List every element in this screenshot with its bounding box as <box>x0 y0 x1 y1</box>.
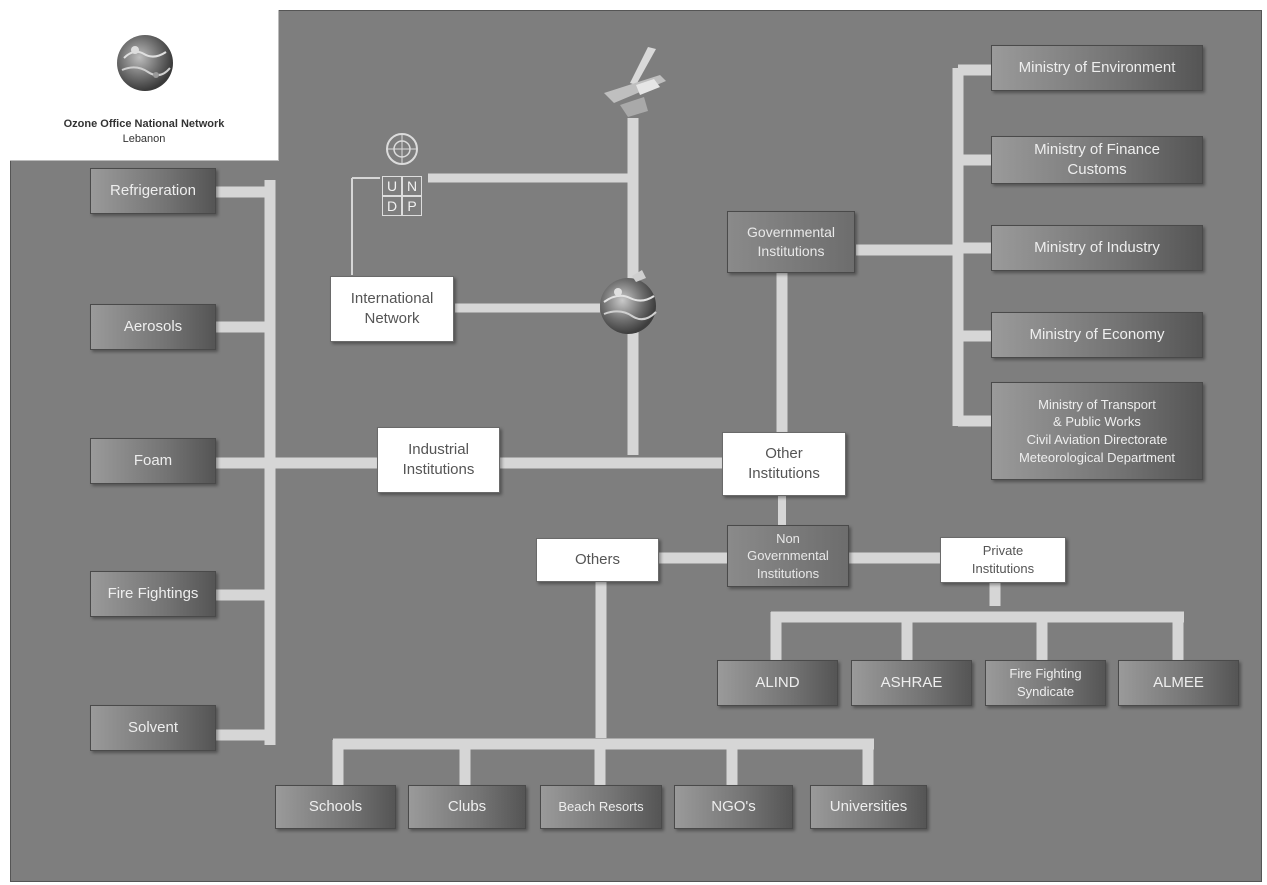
globe-icon <box>600 270 657 334</box>
ministry-industry[interactable]: Ministry of Industry <box>991 225 1203 271</box>
ministry-economy[interactable]: Ministry of Economy <box>991 312 1203 358</box>
node-governmental-institutions[interactable]: Governmental Institutions <box>727 211 855 273</box>
logo-title: Ozone Office National Network <box>63 118 225 130</box>
sector-refrigeration[interactable]: Refrigeration <box>90 168 216 214</box>
ministry-finance[interactable]: Ministry of Finance Customs <box>991 136 1203 184</box>
others-clubs[interactable]: Clubs <box>408 785 526 829</box>
others-beach-resorts[interactable]: Beach Resorts <box>540 785 662 829</box>
undp-letter: U <box>382 176 402 196</box>
sector-solvent[interactable]: Solvent <box>90 705 216 751</box>
sector-aerosols[interactable]: Aerosols <box>90 304 216 350</box>
airplane-icon <box>604 47 666 117</box>
undp-letter: N <box>402 176 422 196</box>
node-international-network[interactable]: International Network <box>330 276 454 342</box>
node-other-institutions[interactable]: Other Institutions <box>722 432 846 496</box>
globe-icon <box>117 35 173 91</box>
ministry-transport[interactable]: Ministry of Transport & Public Works Civ… <box>991 382 1203 480</box>
undp-letter: P <box>402 196 422 216</box>
logo-subtitle: Lebanon <box>122 133 166 145</box>
others-schools[interactable]: Schools <box>275 785 396 829</box>
private-alind[interactable]: ALIND <box>717 660 838 706</box>
others-ngos[interactable]: NGO's <box>674 785 793 829</box>
sector-fire-fightings[interactable]: Fire Fightings <box>90 571 216 617</box>
node-industrial-institutions[interactable]: Industrial Institutions <box>377 427 500 493</box>
node-non-governmental-institutions[interactable]: Non Governmental Institutions <box>727 525 849 587</box>
un-emblem-icon <box>386 133 418 165</box>
undp-letter: D <box>382 196 402 216</box>
private-fire-fighting-syndicate[interactable]: Fire Fighting Syndicate <box>985 660 1106 706</box>
sector-foam[interactable]: Foam <box>90 438 216 484</box>
node-private-institutions[interactable]: Private Institutions <box>940 537 1066 583</box>
undp-logo: U N D P <box>378 130 428 226</box>
private-ashrae[interactable]: ASHRAE <box>851 660 972 706</box>
private-almee[interactable]: ALMEE <box>1118 660 1239 706</box>
logo-panel: Ozone Office National Network Lebanon <box>10 10 279 161</box>
others-universities[interactable]: Universities <box>810 785 927 829</box>
ministry-environment[interactable]: Ministry of Environment <box>991 45 1203 91</box>
node-others[interactable]: Others <box>536 538 659 582</box>
